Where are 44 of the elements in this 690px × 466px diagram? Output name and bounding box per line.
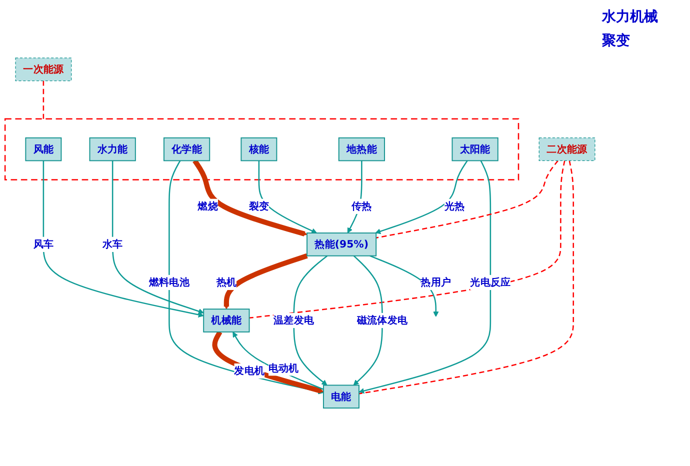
arrow xyxy=(212,330,324,394)
edge-label: 磁流体发电 xyxy=(356,314,408,326)
edge-label: 电动机 xyxy=(268,362,299,374)
node-box: 电能 xyxy=(322,384,360,409)
arrow xyxy=(293,255,328,386)
edge-label: 温差发电 xyxy=(274,314,314,326)
cluster xyxy=(4,118,520,180)
arrow xyxy=(168,160,324,394)
connector xyxy=(42,80,44,119)
node-box: 机械能 xyxy=(203,308,250,332)
connector xyxy=(358,160,574,394)
edge-label: 光热 xyxy=(444,200,465,212)
connector xyxy=(376,160,558,238)
arrow xyxy=(347,160,362,234)
arrow xyxy=(42,160,204,318)
node-box: 一次能源 xyxy=(15,58,72,82)
edge-label: 燃烧 xyxy=(198,200,218,212)
annotation-text: 聚变 xyxy=(602,32,631,50)
arrow xyxy=(224,253,308,310)
edge-label: 发电机 xyxy=(234,364,265,377)
annotation-text: 水力机械 xyxy=(602,8,659,26)
edge-label: 风车 xyxy=(33,238,54,250)
arrow xyxy=(358,160,492,394)
node-box: 地热能 xyxy=(338,137,385,162)
edge-label: 传热 xyxy=(352,200,372,212)
edge-label: 燃料电池 xyxy=(148,276,190,288)
node-box: 水力能 xyxy=(89,137,136,162)
edge-label: 热用户 xyxy=(420,276,452,288)
node-box: 风能 xyxy=(25,137,62,162)
arrow xyxy=(232,332,324,390)
edge-label: 热机 xyxy=(216,276,237,288)
node-box: 太阳能 xyxy=(452,137,498,162)
arrow xyxy=(375,160,468,234)
arrow xyxy=(192,159,308,236)
node-box: 热能(95%) xyxy=(306,232,377,256)
node-box: 二次能源 xyxy=(538,138,596,162)
edge-label: 水车 xyxy=(102,238,123,250)
arrow xyxy=(258,160,318,234)
node-box: 化学能 xyxy=(163,137,210,162)
arrow xyxy=(112,160,204,314)
node-box: 核能 xyxy=(240,137,278,162)
arrow xyxy=(353,255,383,386)
edge-label: 裂变 xyxy=(248,200,270,212)
edge-label: 光电反应 xyxy=(470,276,511,288)
